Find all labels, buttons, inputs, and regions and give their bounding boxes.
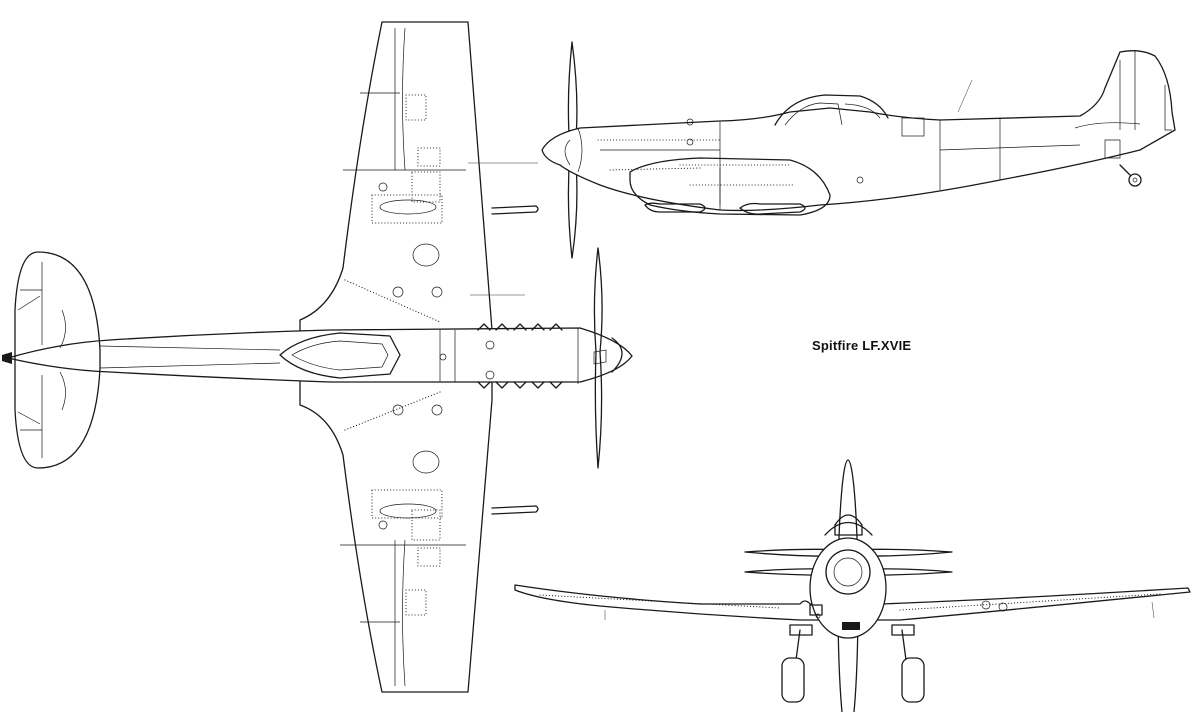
spinner-front	[825, 549, 871, 595]
wing-root-side	[629, 157, 831, 216]
wing-front	[514, 584, 1191, 621]
wheel-right	[901, 657, 925, 703]
cannon-top	[491, 205, 539, 215]
side-view	[541, 41, 1176, 259]
top-view	[2, 21, 633, 693]
tailplane-top	[14, 251, 101, 469]
front-view	[514, 459, 1191, 712]
propeller-side	[567, 41, 578, 259]
propeller-top	[593, 247, 603, 469]
canopy-side	[774, 94, 889, 126]
fuselage-top	[5, 327, 633, 383]
fuselage-side	[541, 50, 1176, 212]
wing-outline	[299, 21, 493, 693]
canopy-top	[279, 332, 401, 379]
wheel-left	[781, 657, 805, 703]
tail-wheel-side	[1128, 173, 1142, 187]
cannon-bottom	[491, 505, 539, 515]
aircraft-title: Spitfire LF.XVIE	[812, 338, 912, 353]
